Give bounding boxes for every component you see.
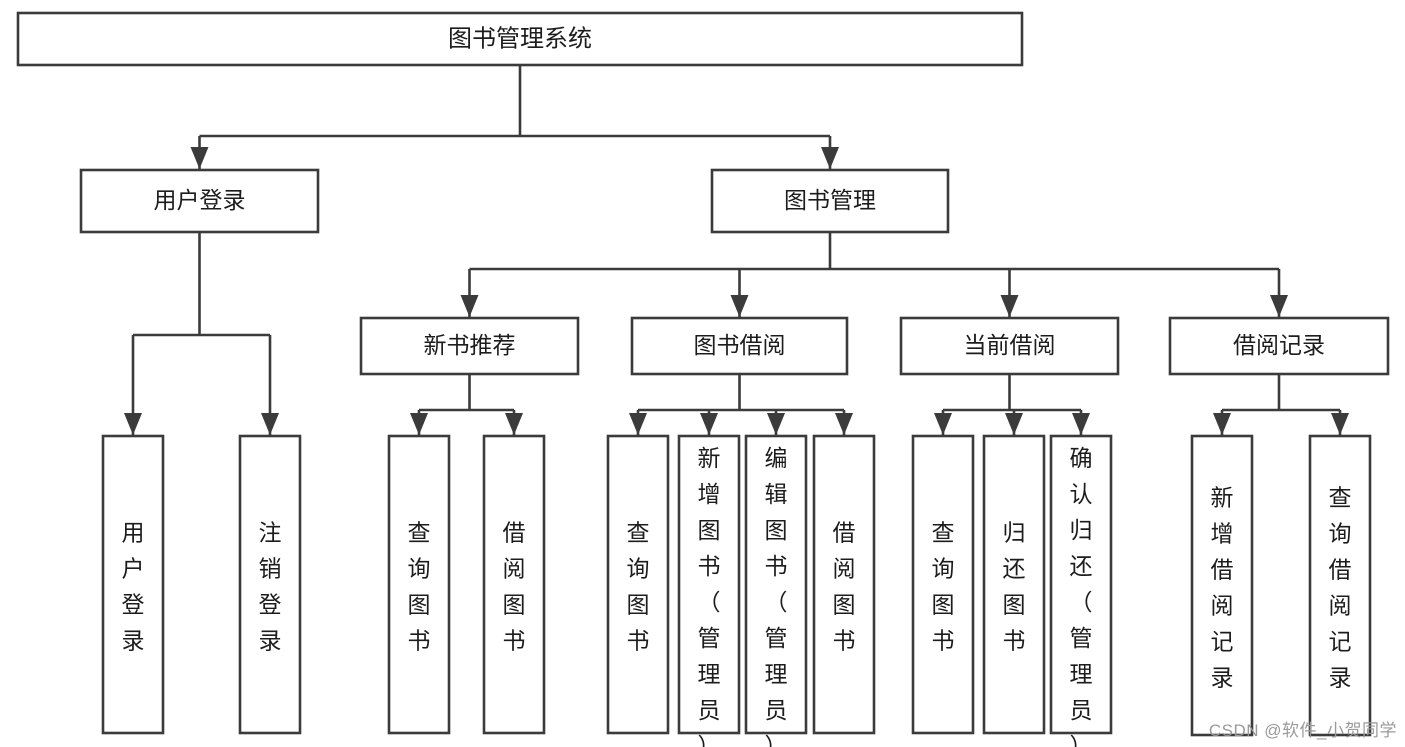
node-label: 当前借阅 [964, 332, 1056, 358]
edge-layer [124, 65, 1349, 435]
node-leaf-3[interactable]: 借阅图书 [482, 434, 546, 735]
node-leaf-5[interactable]: 新增图书（管理员） [677, 434, 741, 747]
node-leaf-4[interactable]: 查询图书 [606, 434, 670, 735]
node-leaf-1[interactable]: 注销登录 [238, 434, 302, 735]
node-leaf-2[interactable]: 查询图书 [387, 434, 451, 735]
arrow-head-icon [821, 147, 839, 169]
arrow-head-icon [261, 413, 279, 435]
node-level3-1[interactable]: 图书借阅 [630, 316, 849, 376]
node-leaf-8[interactable]: 查询图书 [911, 434, 975, 735]
node-label: 查询图书 [408, 520, 431, 654]
node-label: 注销登录 [259, 520, 282, 654]
node-label: 借阅记录 [1233, 332, 1325, 358]
arrow-head-icon [1072, 413, 1090, 435]
node-label: 编辑图书（管理员） [765, 445, 788, 747]
node-label: 新书推荐 [424, 332, 516, 358]
node-leaf-12[interactable]: 查询借阅记录 [1308, 434, 1372, 737]
node-level2-1[interactable]: 图书管理 [710, 168, 950, 234]
node-leaf-10[interactable]: 确认归还（管理员） [1049, 434, 1113, 747]
arrow-head-icon [1213, 413, 1231, 435]
node-label: 新增图书（管理员） [698, 445, 721, 747]
node-root-0[interactable]: 图书管理系统 [16, 11, 1024, 67]
node-level3-2[interactable]: 当前借阅 [899, 316, 1120, 376]
node-label: 图书借阅 [694, 332, 786, 358]
arrow-head-icon [1005, 413, 1023, 435]
node-label: 用户登录 [122, 520, 145, 654]
arrow-head-icon [1000, 295, 1019, 317]
node-level3-0[interactable]: 新书推荐 [359, 316, 580, 376]
arrow-head-icon [460, 295, 479, 317]
node-layer: 图书管理系统用户登录图书管理新书推荐图书借阅当前借阅借阅记录用户登录注销登录查询… [16, 11, 1390, 747]
node-label: 新增借阅记录 [1211, 485, 1234, 691]
arrow-head-icon [410, 413, 428, 435]
arrow-head-icon [1331, 413, 1349, 435]
node-label: 确认归还（管理员） [1070, 445, 1093, 747]
arrow-head-icon [767, 413, 785, 435]
node-label: 归还图书 [1003, 520, 1026, 654]
node-label: 借阅图书 [503, 520, 526, 654]
node-label: 查询图书 [627, 520, 650, 654]
arrow-head-icon [190, 147, 209, 169]
arrow-head-icon [505, 413, 523, 435]
arrow-head-icon [1270, 295, 1288, 317]
node-label: 查询图书 [932, 520, 955, 654]
node-leaf-7[interactable]: 借阅图书 [812, 434, 876, 735]
arrow-head-icon [934, 413, 952, 435]
arrow-head-icon [629, 413, 647, 435]
node-leaf-6[interactable]: 编辑图书（管理员） [744, 434, 808, 747]
node-label: 图书管理系统 [448, 25, 592, 52]
node-leaf-9[interactable]: 归还图书 [982, 434, 1046, 735]
node-leaf-0[interactable]: 用户登录 [101, 434, 165, 735]
arrow-head-icon [730, 295, 749, 317]
node-label: 用户登录 [154, 187, 246, 213]
arrow-head-icon [700, 413, 718, 435]
arrow-head-icon [124, 413, 142, 435]
node-level3-3[interactable]: 借阅记录 [1168, 316, 1390, 376]
node-label: 图书管理 [784, 187, 876, 213]
node-leaf-11[interactable]: 新增借阅记录 [1190, 434, 1254, 737]
node-label: 借阅图书 [833, 520, 856, 654]
node-level2-0[interactable]: 用户登录 [79, 168, 320, 234]
node-label: 查询借阅记录 [1329, 485, 1352, 691]
arrow-head-icon [835, 413, 853, 435]
